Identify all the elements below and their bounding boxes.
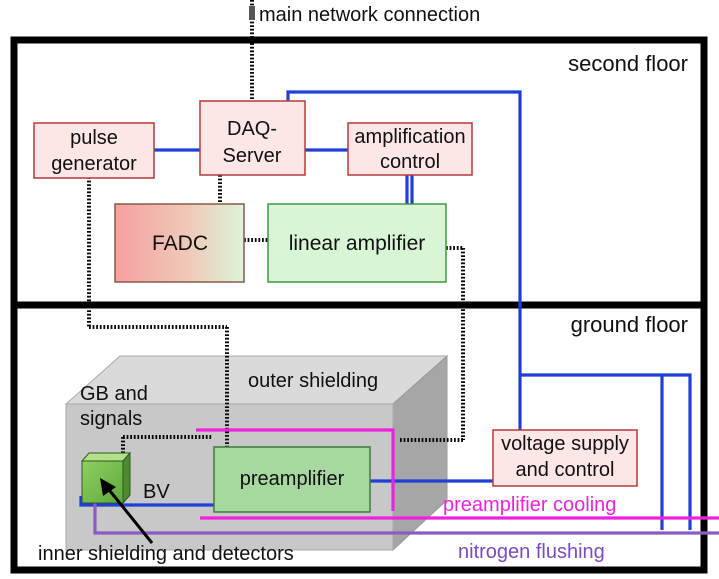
ground-floor-frame [10,301,708,574]
pulse-generator-box: pulse generator [33,122,155,179]
preamplifier-box: preamplifier [213,446,371,513]
amplification-control-line1: amplification [354,126,465,148]
outer-shielding-label: outer shielding [248,370,378,392]
preamplifier-cooling-label: preamplifier cooling [443,494,616,516]
bv-label: BV [143,481,170,503]
pulse-generator-line1: pulse [70,127,118,149]
daq-server-line2: Server [223,145,282,167]
fadc-label: FADC [152,232,208,255]
voltage-supply-box: voltage supply and control [492,429,638,487]
linear-amplifier-label: linear amplifier [289,232,426,255]
hv-cables [79,90,692,530]
main-network-marker [249,6,255,20]
detector-arrow [100,478,154,544]
amplification-control-box: amplification control [347,122,473,176]
nitrogen-flushing-line [93,495,719,535]
pulse-generator-line2: generator [51,153,137,175]
gb-signals-line1: GB and [80,383,148,405]
main-network-label: main network connection [259,4,480,26]
daq-server-box: DAQ- Server [199,100,306,176]
linear-amplifier-box: linear amplifier [267,203,447,283]
amplification-control-line2: control [380,151,440,173]
gb-signals-line2: signals [80,408,142,430]
voltage-supply-line1: voltage supply [501,433,629,455]
preamplifier-label: preamplifier [240,468,345,490]
preamplifier-cooling-line [196,428,719,520]
nitrogen-flushing-label: nitrogen flushing [458,541,605,563]
signal-cables [87,0,465,458]
second-floor-label: second floor [568,51,688,76]
fadc-box: FADC [114,203,245,283]
detector-cube [80,451,132,505]
ground-floor-label: ground floor [571,312,688,337]
daq-server-line1: DAQ- [227,118,277,140]
voltage-supply-line2: and control [516,459,615,481]
inner-shielding-label: inner shielding and detectors [38,543,294,565]
